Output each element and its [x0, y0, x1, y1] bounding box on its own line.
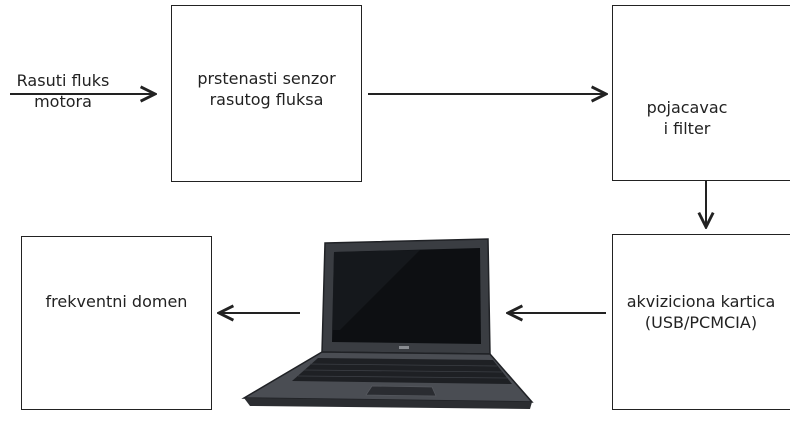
daq-block-label: akviziciona kartica (USB/PCMCIA): [612, 291, 790, 333]
amplifier-block-label: pojacavac i filter: [612, 97, 762, 139]
input-label-line1: Rasuti fluks: [16, 71, 110, 90]
laptop-touchpad: [365, 385, 437, 397]
amplifier-label-line1: pojacavac: [646, 98, 728, 117]
daq-block: [612, 234, 790, 410]
frequency-label-line1: frekventni domen: [45, 292, 188, 311]
sensor-label-line1: prstenasti senzor: [197, 69, 336, 88]
daq-label-line1: akviziciona kartica: [626, 292, 776, 311]
laptop-brand-badge: [399, 346, 409, 349]
frequency-domain-label: frekventni domen: [21, 291, 212, 312]
sensor-label-line2: rasutog fluksa: [209, 90, 324, 109]
input-label-line2: motora: [34, 92, 92, 111]
input-label: Rasuti fluks motora: [8, 70, 118, 112]
sensor-block-label: prstenasti senzor rasutog fluksa: [171, 68, 362, 110]
sensor-block: [171, 5, 362, 182]
frequency-domain-block: [21, 236, 212, 410]
amplifier-block: [612, 5, 790, 181]
amplifier-label-line2: i filter: [663, 119, 711, 138]
daq-label-line2: (USB/PCMCIA): [644, 313, 758, 332]
